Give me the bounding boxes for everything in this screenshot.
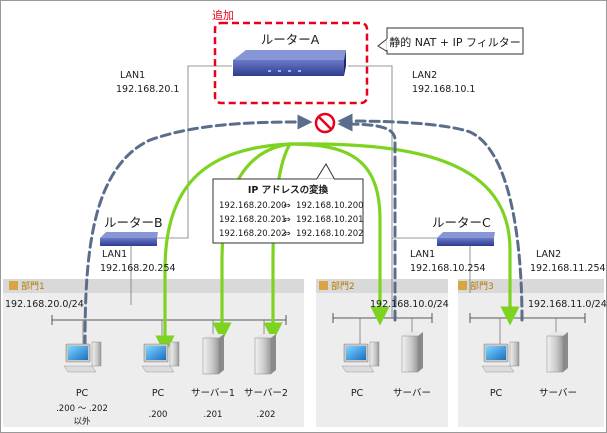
pc-icon-dept3 <box>481 341 520 373</box>
device-label: サーバー2 <box>244 388 288 399</box>
router-c-lan2-name: LAN2 <box>536 249 561 260</box>
device-label: PC <box>152 388 165 399</box>
pc-icon-dept1-a <box>63 341 102 373</box>
dept-2-name: 部門2 <box>331 280 355 292</box>
router-a-callout-text: 静的 NAT + IP フィルター <box>389 35 520 49</box>
device-ip: .202 <box>257 410 276 420</box>
added-frame <box>213 21 369 105</box>
router-a-lan2-name: LAN2 <box>412 70 437 81</box>
dept-1-subnet: 192.168.20.0/24 <box>5 299 84 310</box>
nat-row-to: 192.168.10.201 <box>296 215 364 225</box>
device-label: サーバー1 <box>191 388 235 399</box>
router-c-lan1-ip: 192.168.10.254 <box>410 263 486 274</box>
subnet-ticks <box>51 313 586 325</box>
blocked-flows <box>83 113 524 347</box>
router-c-name: ルーターC <box>432 215 491 230</box>
router-c-icon <box>437 232 495 246</box>
folder-icon <box>458 281 467 290</box>
added-label: 追加 <box>212 8 234 22</box>
device-label: PC <box>351 388 364 399</box>
router-a-name: ルーターA <box>261 32 320 47</box>
router-a-lan1-name: LAN1 <box>120 70 145 81</box>
dept-1-name: 部門1 <box>21 280 45 292</box>
dept-panel-2 <box>316 279 448 427</box>
folder-icon <box>319 281 328 290</box>
nat-title: IP アドレスの変換 <box>248 184 329 196</box>
dept-3-name: 部門3 <box>470 280 494 292</box>
router-b-lan1-name: LAN1 <box>102 249 127 260</box>
nat-row-arrow: ⇔ <box>283 229 290 239</box>
router-b-name: ルーターB <box>104 215 163 230</box>
device-ip: .201 <box>204 410 223 420</box>
device-label: PC <box>76 388 89 399</box>
server-icon-dept3 <box>546 332 568 373</box>
device-ip: .200 <box>149 410 168 420</box>
nat-box <box>212 163 364 244</box>
server-icon-2 <box>254 334 276 375</box>
nat-row-to: 192.168.10.200 <box>296 201 364 211</box>
router-b-icon <box>100 232 158 246</box>
router-a-callout <box>377 27 524 55</box>
nat-row-from: 192.168.20.202 <box>219 229 287 239</box>
router-b-lan1-ip: 192.168.20.254 <box>100 263 176 274</box>
dept-2-subnet: 192.168.10.0/24 <box>370 299 449 310</box>
nat-row-arrow: ⇔ <box>283 201 290 211</box>
allowed-flows <box>155 142 520 355</box>
router-c-lan2-ip: 192.168.11.254 <box>530 263 606 274</box>
server-icon-1 <box>202 334 224 375</box>
device-label: サーバー <box>393 388 431 399</box>
pc-icon-dept1-b <box>141 341 180 373</box>
router-a-lan1-ip: 192.168.20.1 <box>116 84 179 95</box>
device-label: PC <box>490 388 503 399</box>
device-ip: .200 ～ .202 <box>56 404 108 414</box>
dept-panel-1 <box>3 279 304 427</box>
dept-panel-3 <box>458 279 604 427</box>
server-icon-dept2 <box>401 332 423 373</box>
router-a-lan2-ip: 192.168.10.1 <box>412 84 475 95</box>
nat-row-from: 192.168.20.201 <box>219 215 287 225</box>
router-a-icon <box>233 50 346 76</box>
dept-3-subnet: 192.168.11.0/24 <box>528 299 607 310</box>
nat-row-to: 192.168.10.202 <box>296 229 364 239</box>
device-label: サーバー <box>539 388 577 399</box>
router-c-lan1-name: LAN1 <box>410 249 435 260</box>
block-icon <box>314 112 336 134</box>
pc-icon-dept2 <box>341 341 380 373</box>
nat-row-arrow: ⇔ <box>283 215 290 225</box>
nat-row-from: 192.168.20.200 <box>219 201 287 211</box>
folder-icon <box>9 281 18 290</box>
device-note: 以外 <box>73 416 91 427</box>
